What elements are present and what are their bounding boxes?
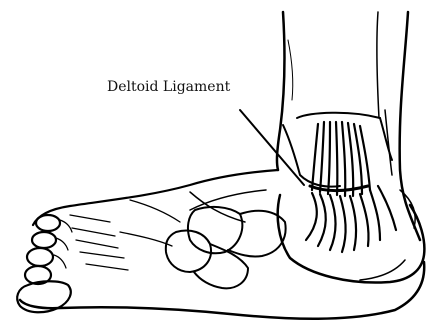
ligament-label: Deltoid Ligament (107, 79, 231, 95)
midfoot-bones (166, 207, 286, 288)
metatarsal-lines (70, 200, 180, 270)
toes (17, 215, 72, 312)
heel-outline (278, 190, 425, 283)
ligament-fibers (306, 122, 396, 252)
sole-outline (20, 262, 424, 319)
